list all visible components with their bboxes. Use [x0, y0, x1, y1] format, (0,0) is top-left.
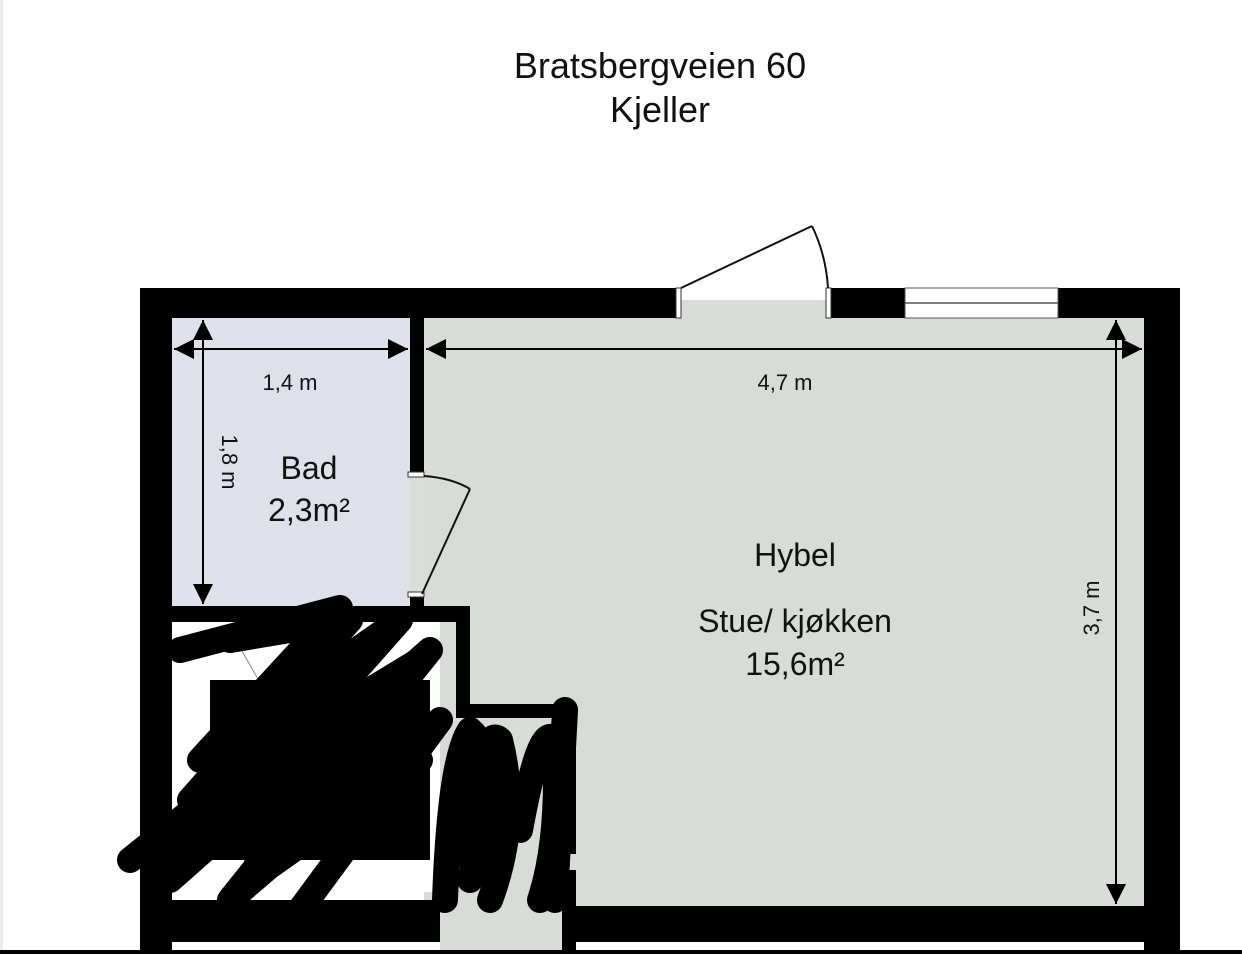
hybel-area: 15,6m² [745, 646, 845, 682]
hybel-name: Hybel [754, 537, 836, 573]
bad-area: 2,3m² [268, 492, 350, 528]
floor-title: Kjeller [609, 89, 711, 130]
redaction-fill [210, 680, 430, 860]
dimension-lines [174, 320, 1142, 904]
hybel-subtitle: Stue/ kjøkken [698, 603, 892, 639]
entrance-door [675, 225, 832, 319]
plan-title: Bratsbergveien 60 Kjeller [400, 44, 920, 132]
image-bottom-edge [0, 950, 1242, 954]
door-threshold-floor [680, 300, 828, 318]
bad-width-label: 1,4 m [262, 370, 317, 395]
bad-name: Bad [281, 450, 338, 486]
bathroom-door [407, 471, 471, 598]
bath-door-floor [410, 474, 424, 594]
window [904, 287, 1059, 319]
walls [140, 288, 1180, 954]
bad-height-label: 1,8 m [217, 434, 242, 489]
hybel-height-label: 3,7 m [1079, 580, 1104, 635]
hybel-width-label: 4,7 m [757, 370, 812, 395]
image-left-edge [0, 0, 3, 954]
address-title: Bratsbergveien 60 [513, 45, 807, 86]
